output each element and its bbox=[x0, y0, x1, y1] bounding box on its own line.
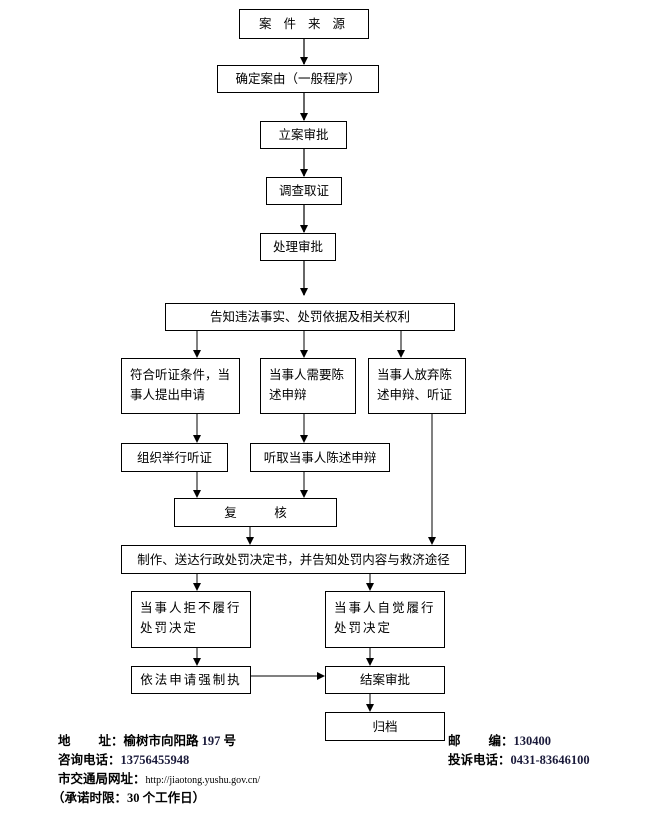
website-link[interactable]: http://jiaotong.yushu.gov.cn/ bbox=[145, 775, 261, 786]
node-file-approval: 立案审批 bbox=[260, 121, 347, 149]
node-hold-hearing: 组织举行听证 bbox=[121, 443, 228, 472]
node-determine-cause: 确定案由（一般程序） bbox=[217, 65, 379, 93]
node-investigation: 调查取证 bbox=[266, 177, 342, 205]
node-comply: 当事人自觉履行处罚决定 bbox=[325, 591, 445, 648]
node-handling-approval: 处理审批 bbox=[260, 233, 336, 261]
node-case-source: 案 件 来 源 bbox=[239, 9, 369, 39]
node-hearing-request: 符合听证条件，当事人提出申请 bbox=[121, 358, 240, 414]
node-statement-needed: 当事人需要陈述申辩 bbox=[260, 358, 356, 414]
footer-consult-phone: 咨询电话：13756455948 bbox=[58, 753, 190, 767]
node-review: 复 核 bbox=[174, 498, 337, 527]
footer-postcode: 邮编：130400 bbox=[448, 734, 552, 748]
node-refuse: 当事人拒不履行处罚决定 bbox=[131, 591, 251, 648]
node-enforce: 依法申请强制执 bbox=[131, 666, 251, 694]
footer-address: 地址：榆树市向阳路 197 号 bbox=[58, 734, 237, 748]
node-archive: 归档 bbox=[325, 712, 445, 741]
footer-complaint-phone: 投诉电话：0431-83646100 bbox=[448, 753, 590, 767]
node-hear-statement: 听取当事人陈述申辩 bbox=[250, 443, 390, 472]
footer-time-limit: （承诺时限：30 个工作日） bbox=[52, 791, 206, 805]
node-decision: 制作、送达行政处罚决定书，并告知处罚内容与救济途径 bbox=[121, 545, 466, 574]
node-waive-statement: 当事人放弃陈述申辩、听证 bbox=[368, 358, 466, 414]
footer-website: 市交通局网址：http://jiaotong.yushu.gov.cn/ bbox=[58, 772, 261, 786]
node-close-approval: 结案审批 bbox=[325, 666, 445, 694]
node-notify-rights: 告知违法事实、处罚依据及相关权利 bbox=[165, 303, 455, 331]
